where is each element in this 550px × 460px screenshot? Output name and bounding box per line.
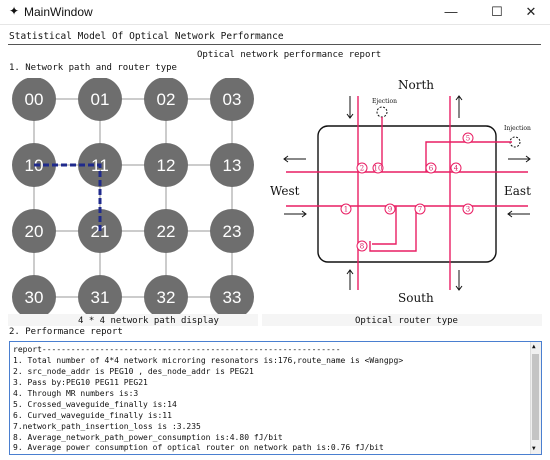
report-line: 7.network_path_insertion_loss is :3.235 — [13, 422, 201, 431]
node-label-01: 01 — [91, 90, 110, 109]
report-line: 6. Curved_waveguide_finally is:11 — [13, 411, 172, 420]
mr-label-9: 9 — [388, 206, 392, 214]
report-header: report----------------------------------… — [13, 345, 341, 354]
optical-router-panel: North South West East Ejection Injection — [266, 76, 542, 316]
node-20 — [12, 209, 56, 253]
mr-3 — [462, 203, 474, 215]
report-line: 9. Average power consumption of optical … — [13, 443, 384, 452]
route-path — [34, 163, 102, 231]
ejection-label: Ejection — [372, 98, 397, 105]
optical-router-diagram: North South West East Ejection Injection — [270, 78, 531, 305]
east-label: East — [504, 184, 531, 198]
node-label-13: 13 — [223, 156, 242, 175]
node-01 — [78, 78, 122, 121]
node-label-12: 12 — [157, 156, 176, 175]
scroll-thumb[interactable] — [532, 354, 539, 440]
node-02 — [144, 78, 188, 121]
mr-6 — [425, 162, 437, 174]
west-label: West — [270, 184, 300, 198]
report-line: 8. Average_network_path_power_consumptio… — [13, 433, 283, 442]
node-03 — [210, 78, 254, 121]
node-12 — [144, 143, 188, 187]
node-32 — [144, 275, 188, 314]
scroll-down-icon[interactable]: ▼ — [532, 445, 536, 452]
mr-label-10: 10 — [374, 165, 383, 173]
mr-8 — [356, 240, 368, 252]
divider — [8, 44, 541, 45]
report-line: 2. src_node_addr is PEG10 , des_node_add… — [13, 367, 254, 376]
mr-label-7: 7 — [418, 206, 422, 214]
injection-label: Injection — [504, 125, 531, 132]
node-label-02: 02 — [157, 90, 176, 109]
node-30 — [12, 275, 56, 314]
node-label-03: 03 — [223, 90, 242, 109]
resonator-labels: 1 2 3 4 5 6 7 8 9 10 — [344, 135, 470, 251]
mr-10 — [372, 162, 384, 174]
caption-bg-left — [8, 314, 258, 326]
router-body — [317, 125, 497, 263]
microring-resonators — [340, 132, 474, 252]
node-31 — [78, 275, 122, 314]
feather-icon: ✦ — [8, 4, 20, 18]
node-23 — [210, 209, 254, 253]
node-label-33: 33 — [223, 288, 242, 307]
node-label-21: 21 — [91, 222, 110, 241]
node-22 — [144, 209, 188, 253]
mr-label-2: 2 — [360, 165, 364, 173]
mr-label-6: 6 — [429, 165, 434, 173]
section-network-path-label: 1. Network path and router type — [9, 63, 177, 73]
scroll-up-icon[interactable]: ▲ — [532, 343, 536, 350]
node-label-31: 31 — [91, 288, 110, 307]
mr-2 — [356, 162, 368, 174]
report-line: 1. Total number of 4*4 network microring… — [13, 356, 404, 365]
node-label-30: 30 — [25, 288, 44, 307]
report-scrollbar[interactable]: ▲ ▼ — [530, 342, 541, 454]
north-label: North — [398, 78, 434, 92]
port-arrows — [283, 95, 531, 291]
mr-label-5: 5 — [466, 135, 470, 143]
window-titlebar: ✦ MainWindow — ☐ ✕ — [0, 0, 550, 25]
node-label-22: 22 — [157, 222, 176, 241]
mr-label-3: 3 — [466, 206, 470, 214]
app-heading: Statistical Model Of Optical Network Per… — [9, 31, 284, 42]
report-textbox[interactable]: report----------------------------------… — [9, 341, 542, 455]
node-label-32: 32 — [157, 288, 176, 307]
minimize-button[interactable]: — — [444, 4, 458, 19]
ejection-port-icon — [376, 106, 388, 118]
mr-7 — [414, 203, 426, 215]
report-line: 5. Crossed_waveguide_finally is:14 — [13, 400, 177, 409]
maximize-button[interactable]: ☐ — [491, 4, 503, 19]
mr-label-4: 4 — [454, 165, 459, 173]
router-caption: Optical router type — [355, 316, 458, 326]
window-title: MainWindow — [24, 5, 93, 19]
node-00 — [12, 78, 56, 121]
node-label-00: 00 — [25, 90, 44, 109]
south-label: South — [398, 291, 434, 305]
report-line: 4. Through MR numbers is:3 — [13, 389, 139, 398]
mr-1 — [340, 203, 352, 215]
mr-label-8: 8 — [360, 243, 364, 251]
close-button[interactable]: ✕ — [525, 4, 537, 19]
grid-caption: 4 * 4 network path display — [78, 316, 219, 326]
mr-4 — [450, 162, 462, 174]
mr-label-1: 1 — [344, 206, 348, 214]
node-label-20: 20 — [25, 222, 44, 241]
mr-9 — [384, 203, 396, 215]
node-33 — [210, 275, 254, 314]
caption-bg-right — [262, 314, 542, 326]
node-13 — [210, 143, 254, 187]
waveguides — [286, 96, 528, 290]
report-title: Optical network performance report — [197, 50, 382, 60]
mr-5 — [462, 132, 474, 144]
report-line: 3. Pass by:PEG10 PEG11 PEG21 — [13, 378, 148, 387]
section-performance-label: 2. Performance report — [9, 327, 123, 337]
node-label-23: 23 — [223, 222, 242, 241]
